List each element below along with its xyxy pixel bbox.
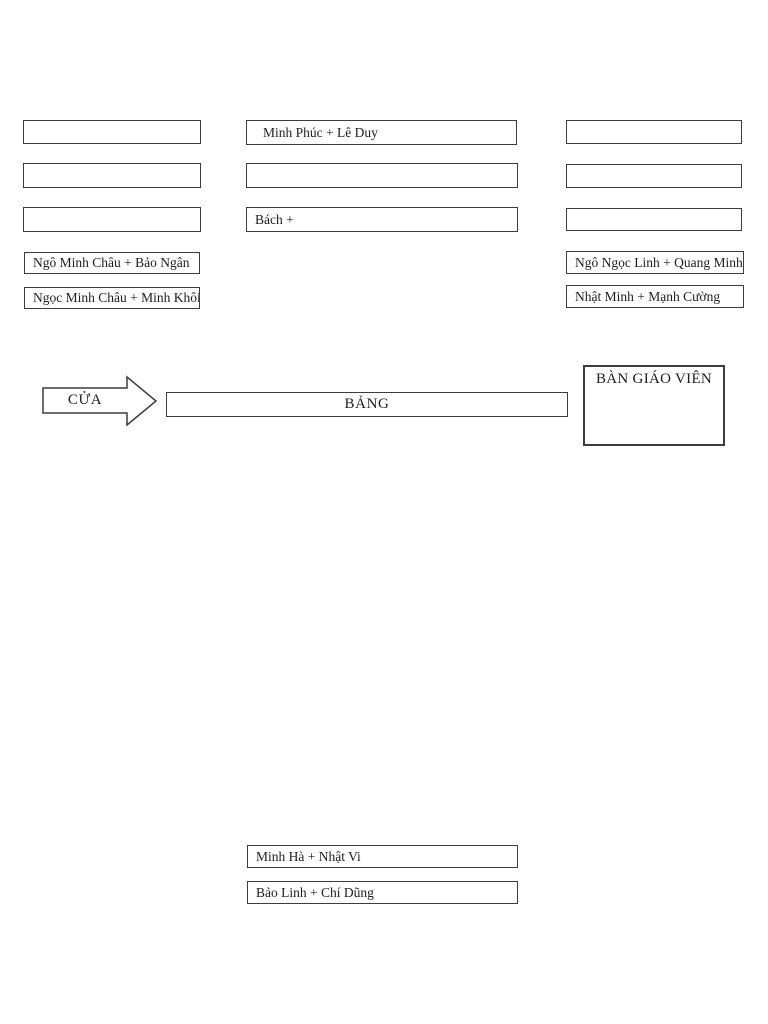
seat-label: Nhật Minh + Mạnh Cường <box>575 288 721 304</box>
seat-box-middle-1[interactable]: Minh Phúc + Lê Duy <box>246 120 517 145</box>
seat-box-left-5[interactable]: Ngọc Minh Châu + Minh Khôi <box>24 287 200 309</box>
seat-box-left-2[interactable] <box>23 163 201 188</box>
door-arrow-icon[interactable] <box>42 375 158 427</box>
seat-box-back-middle-1[interactable]: Minh Hà + Nhật Vi <box>247 845 518 868</box>
seat-box-left-4[interactable]: Ngô Minh Châu + Bảo Ngân <box>24 252 200 274</box>
seat-box-right-1[interactable] <box>566 120 742 144</box>
teacher-desk[interactable]: BÀN GIÁO VIÊN <box>583 365 725 446</box>
seat-box-right-3[interactable] <box>566 208 742 231</box>
seat-box-left-3[interactable] <box>23 207 201 232</box>
seat-box-middle-3[interactable]: Bách + <box>246 207 518 232</box>
seat-label: Ngô Ngọc Linh + Quang Minh <box>575 254 743 270</box>
seat-box-right-4[interactable]: Ngô Ngọc Linh + Quang Minh <box>566 251 744 274</box>
seat-label: Bách + <box>255 211 294 227</box>
seat-box-left-1[interactable] <box>23 120 201 144</box>
seat-box-back-middle-2[interactable]: Bảo Linh + Chí Dũng <box>247 881 518 904</box>
seat-box-right-5[interactable]: Nhật Minh + Mạnh Cường <box>566 285 744 308</box>
seat-box-right-2[interactable] <box>566 164 742 188</box>
seat-label: Minh Phúc + Lê Duy <box>263 124 378 140</box>
seat-label: Ngô Minh Châu + Bảo Ngân <box>33 255 190 270</box>
seat-label: Bảo Linh + Chí Dũng <box>256 884 374 900</box>
board-label: BẢNG <box>344 396 390 412</box>
teacher-desk-label: BÀN GIÁO VIÊN <box>595 371 713 387</box>
board[interactable]: BẢNG <box>166 392 568 417</box>
door-label: CỬA <box>67 392 103 408</box>
seat-label: Minh Hà + Nhật Vi <box>256 848 361 864</box>
seat-label: Ngọc Minh Châu + Minh Khôi <box>33 290 200 305</box>
seat-box-middle-2[interactable] <box>246 163 518 188</box>
